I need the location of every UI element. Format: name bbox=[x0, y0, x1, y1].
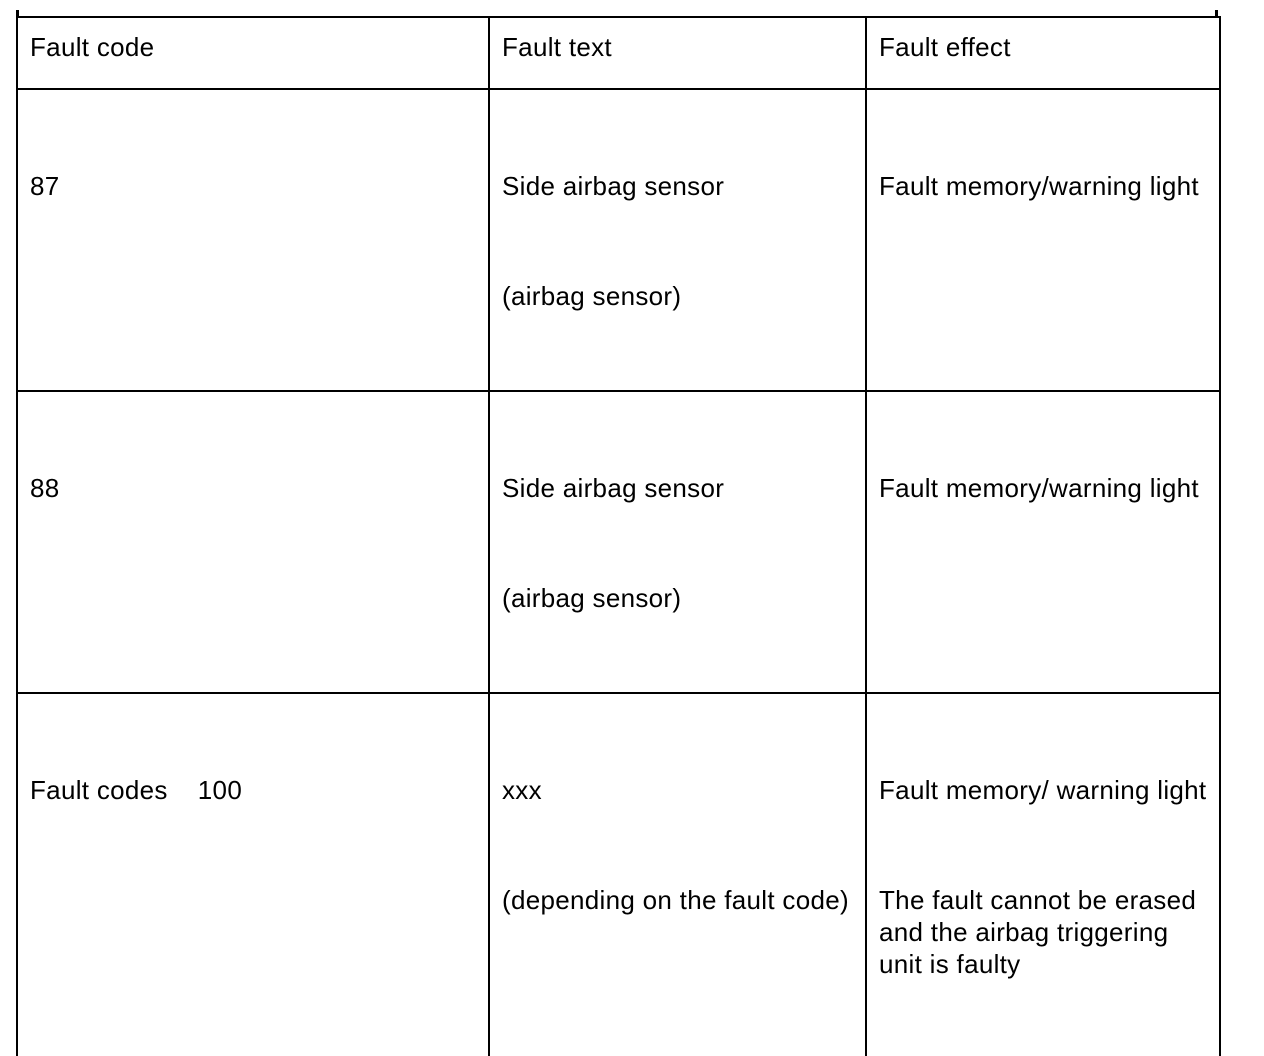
fault-code-table: Fault code Fault text Fault effect 87 Si… bbox=[16, 16, 1221, 1056]
table-row-fault-codes-100: Fault codes 100 xxx (depending on the fa… bbox=[16, 692, 1221, 1056]
fault-effect-line: Fault memory/warning light bbox=[879, 171, 1199, 201]
fault-code-value: 88 bbox=[30, 473, 60, 503]
fault-effect-line: Fault memory/warning light bbox=[879, 473, 1199, 503]
fault-text-line: (depending on the fault code) bbox=[502, 885, 849, 915]
cell-fault-code: 88 bbox=[16, 390, 490, 694]
cell-fault-text: Side airbag sensor (airbag sensor) bbox=[488, 88, 867, 392]
fault-text-line: xxx bbox=[502, 775, 542, 805]
fault-effect-line: The fault cannot be erased and the airba… bbox=[879, 885, 1204, 979]
table-row-fault-88: 88 Side airbag sensor (airbag sensor) Fa… bbox=[16, 390, 1221, 694]
table-row-fault-87: 87 Side airbag sensor (airbag sensor) Fa… bbox=[16, 88, 1221, 392]
fault-text-line: (airbag sensor) bbox=[502, 281, 682, 311]
column-header-fault-text: Fault text bbox=[488, 16, 867, 90]
fault-text-line: Side airbag sensor bbox=[502, 171, 725, 201]
cell-fault-code: Fault codes 100 bbox=[16, 692, 490, 1056]
cell-fault-text: xxx (depending on the fault code) bbox=[488, 692, 867, 1056]
scan-artifact-tick-right bbox=[1215, 10, 1218, 18]
scan-artifact-tick-left bbox=[16, 10, 19, 18]
fault-code-value: Fault codes 100 bbox=[30, 775, 243, 805]
table-header-row: Fault code Fault text Fault effect bbox=[16, 16, 1221, 90]
fault-code-value: 87 bbox=[30, 171, 60, 201]
cell-fault-effect: Fault memory/warning light bbox=[865, 88, 1221, 392]
fault-text-line: Side airbag sensor bbox=[502, 473, 725, 503]
column-header-fault-effect: Fault effect bbox=[865, 16, 1221, 90]
cell-fault-effect: Fault memory/ warning light The fault ca… bbox=[865, 692, 1221, 1056]
cell-fault-text: Side airbag sensor (airbag sensor) bbox=[488, 390, 867, 694]
fault-effect-line: Fault memory/ warning light bbox=[879, 775, 1207, 805]
cell-fault-effect: Fault memory/warning light bbox=[865, 390, 1221, 694]
fault-text-line: (airbag sensor) bbox=[502, 583, 682, 613]
column-header-fault-code: Fault code bbox=[16, 16, 490, 90]
cell-fault-code: 87 bbox=[16, 88, 490, 392]
